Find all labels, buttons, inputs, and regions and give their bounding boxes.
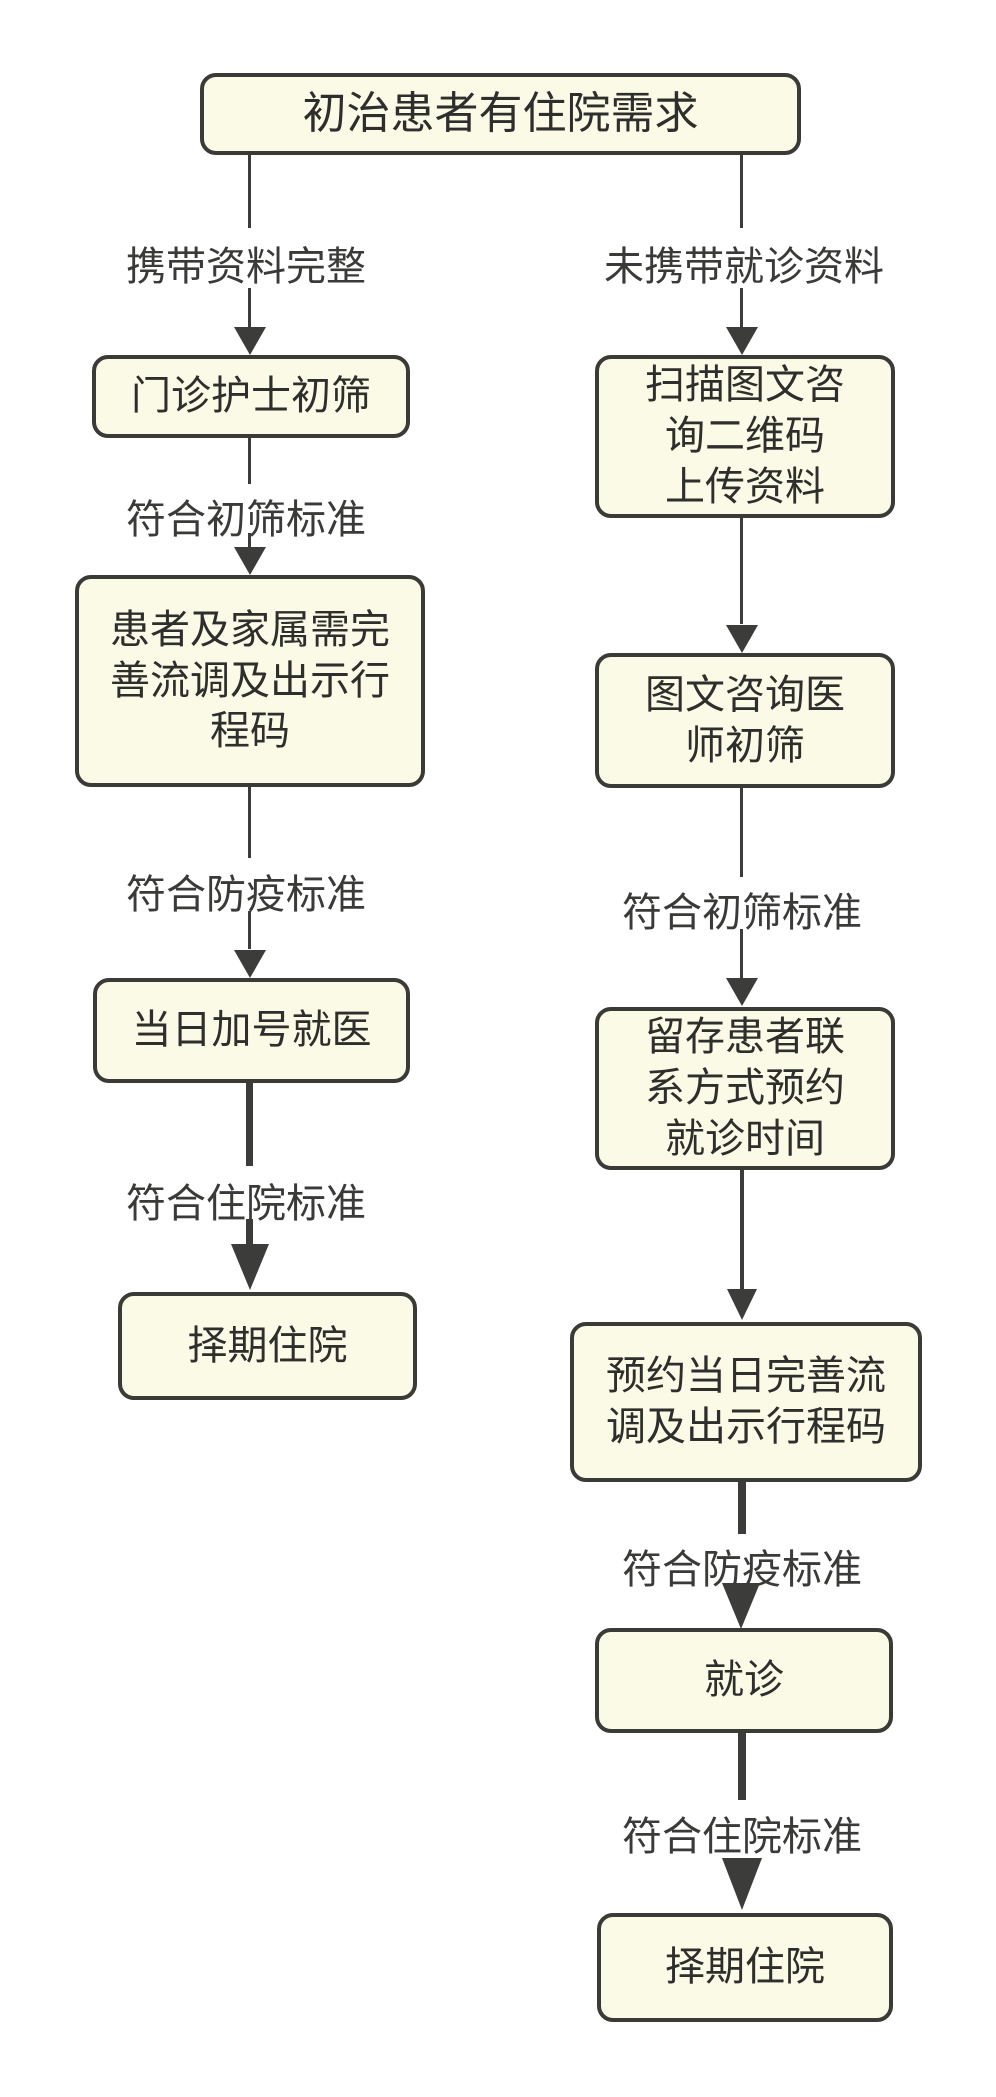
right-edge-line-7 bbox=[738, 1482, 746, 1534]
node-keep-contact-appointment: 留存患者联 系方式预约 就诊时间 bbox=[595, 1007, 895, 1170]
left-edge-label-screening: 符合初筛标准 bbox=[126, 498, 366, 542]
left-edge-label-epidemic: 符合防疫标准 bbox=[126, 873, 366, 917]
node-appointment-day-survey: 预约当日完善流 调及出示行程码 bbox=[570, 1322, 922, 1482]
right-edge-line-4 bbox=[740, 788, 743, 877]
left-edge-line-4 bbox=[248, 533, 251, 549]
left-edge-line-6 bbox=[248, 911, 251, 949]
left-edge-label-admission: 符合住院标准 bbox=[126, 1182, 366, 1226]
node-left-elective-admission: 择期住院 bbox=[118, 1292, 417, 1400]
right-edge-label-screening: 符合初筛标准 bbox=[622, 891, 862, 935]
left-arrowhead-4-icon bbox=[231, 1244, 269, 1290]
right-arrowhead-6-icon bbox=[722, 1858, 762, 1910]
left-edge-line-8 bbox=[246, 1219, 253, 1246]
right-edge-line-5 bbox=[740, 929, 743, 978]
node-scan-qr-upload: 扫描图文咨 询二维码 上传资料 bbox=[595, 355, 895, 518]
left-arrowhead-1-icon bbox=[234, 327, 266, 355]
node-online-doctor-screening: 图文咨询医 师初筛 bbox=[595, 653, 895, 788]
right-arrowhead-3-icon bbox=[726, 978, 758, 1006]
left-arrowhead-3-icon bbox=[234, 950, 266, 978]
left-edge-line-3 bbox=[248, 438, 251, 484]
left-arrowhead-2-icon bbox=[234, 547, 266, 575]
left-edge-line-5 bbox=[248, 787, 251, 858]
right-arrowhead-5-icon bbox=[722, 1583, 760, 1629]
right-arrowhead-2-icon bbox=[726, 625, 758, 653]
node-same-day-visit: 当日加号就医 bbox=[93, 978, 410, 1083]
node-clinic-visit: 就诊 bbox=[595, 1628, 893, 1733]
right-edge-line-8 bbox=[738, 1733, 746, 1800]
left-branch-label: 携带资料完整 bbox=[126, 245, 366, 289]
right-arrowhead-4-icon bbox=[727, 1289, 757, 1320]
right-branch-label: 未携带就诊资料 bbox=[604, 245, 884, 289]
node-epidemiological-survey: 患者及家属需完 善流调及出示行 程码 bbox=[75, 575, 425, 787]
right-edge-line-1 bbox=[740, 155, 743, 228]
node-start: 初治患者有住院需求 bbox=[200, 73, 801, 155]
right-edge-line-2 bbox=[740, 288, 743, 327]
right-arrowhead-1-icon bbox=[726, 327, 758, 355]
right-edge-line-3 bbox=[740, 518, 743, 624]
node-nurse-screening: 门诊护士初筛 bbox=[92, 355, 410, 438]
right-edge-label-admission: 符合住院标准 bbox=[622, 1815, 862, 1859]
left-edge-line-1 bbox=[248, 155, 251, 228]
left-edge-line-7 bbox=[246, 1083, 253, 1166]
left-edge-line-2 bbox=[248, 288, 251, 327]
right-edge-line-6 bbox=[740, 1170, 744, 1289]
node-right-elective-admission: 择期住院 bbox=[597, 1913, 893, 2022]
